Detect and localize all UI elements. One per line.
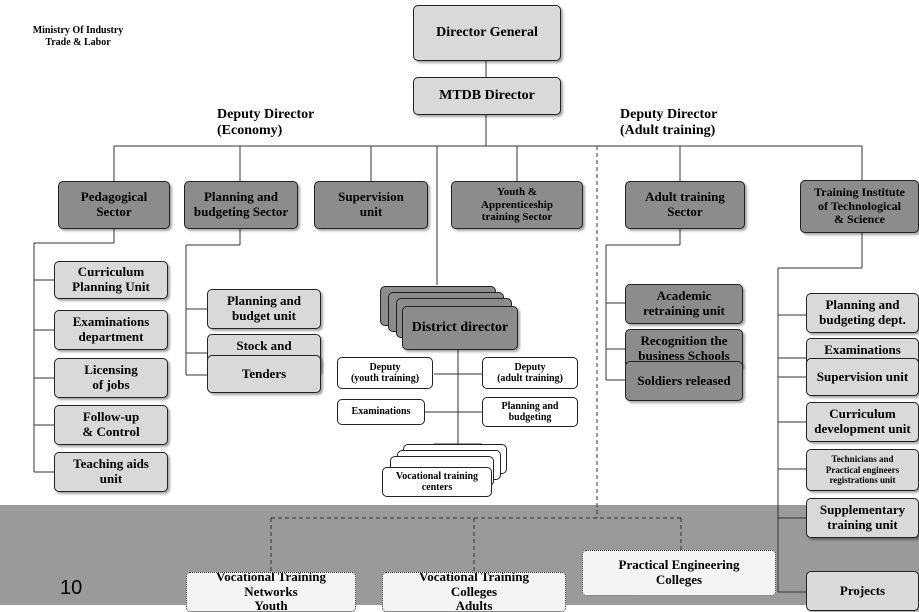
follow-up-control-label: Follow-up & Control — [82, 409, 140, 439]
examinations-district-box: Examinations — [337, 399, 425, 425]
mtdb-director-label: MTDB Director — [439, 87, 535, 103]
planning-budget-unit-label: Planning and budget unit — [226, 293, 302, 323]
planning-budget-unit-box: Planning and budget unit — [207, 289, 321, 329]
curriculum-planning-unit-box: Curriculum Planning Unit — [54, 261, 168, 299]
deputy-youth-training-label: Deputy (youth training) — [350, 361, 420, 385]
curriculum-planning-unit-label: Curriculum Planning Unit — [72, 264, 150, 294]
academic-retraining-unit-box: Academic retraining unit — [625, 284, 743, 324]
soldiers-released-box: Soldiers released — [625, 361, 743, 401]
institute-curriculum-label: Curriculum development unit — [814, 406, 911, 436]
institute-supplementary-box: Supplementary training unit — [806, 498, 919, 538]
vocational-training-networks-label: Vocational Training Networks Youth — [216, 572, 326, 612]
page-number: 10 — [60, 577, 83, 599]
institute-projects-box: Projects — [806, 571, 919, 611]
examinations-district-label: Examinations — [351, 406, 411, 418]
deputy-youth-training-box: Deputy (youth training) — [337, 357, 433, 389]
institute-planning-budgeting-label: Planning and budgeting dept. — [819, 297, 906, 327]
tenders-box: Tenders — [207, 355, 321, 393]
institute-curriculum-box: Curriculum development unit — [806, 402, 919, 442]
deputy-adult-training-label: Deputy (adult training) — [497, 361, 563, 385]
institute-supervision-box: Supervision unit — [806, 358, 919, 396]
youth-apprenticeship-sector-label: Youth & Apprenticeship training Sector — [481, 186, 553, 224]
adult-training-sector-box: Adult training Sector — [625, 181, 745, 229]
planning-budgeting-district-label: Planning and budgeting — [501, 400, 559, 424]
director-general-label: Director General — [436, 24, 538, 40]
planning-budgeting-sector-box: Planning and budgeting Sector — [184, 181, 298, 229]
licensing-of-jobs-box: Licensing of jobs — [54, 358, 168, 398]
examinations-department-label: Examinations department — [72, 314, 150, 344]
supervision-unit-label: Supervision unit — [338, 189, 404, 219]
teaching-aids-unit-box: Teaching aids unit — [54, 452, 168, 492]
youth-apprenticeship-sector-box: Youth & Apprenticeship training Sector — [451, 181, 583, 229]
recognition-business-schools-label: Recognition the business Schools — [638, 333, 730, 363]
adult-training-sector-label: Adult training Sector — [645, 189, 725, 219]
supervision-unit-box: Supervision unit — [314, 181, 428, 229]
institute-technicians-box: Technicians and Practical engineers regi… — [806, 449, 919, 491]
institute-projects-label: Projects — [839, 582, 886, 598]
institute-technicians-label: Technicians and Practical engineers regi… — [825, 454, 900, 486]
district-director-box: District director — [402, 306, 518, 350]
ministry-logo-label: Ministry Of Industry Trade & Labor — [32, 25, 124, 48]
director-general-box: Director General — [413, 5, 561, 61]
follow-up-control-box: Follow-up & Control — [54, 405, 168, 445]
deputy-adult-training-box: Deputy (adult training) — [482, 357, 578, 389]
practical-engineering-colleges-label: Practical Engineering Colleges — [618, 557, 740, 587]
institute-supervision-label: Supervision unit — [816, 368, 909, 384]
training-institute-box: Training Institute of Technological & Sc… — [800, 180, 919, 233]
vocational-training-colleges-label: Vocational Training Colleges Adults — [419, 572, 529, 612]
deputy-director-economy-label: Deputy Director (Economy) — [217, 107, 315, 139]
vocational-training-networks-box: Vocational Training Networks Youth — [186, 572, 356, 612]
institute-supplementary-label: Supplementary training unit — [819, 502, 906, 532]
pedagogical-sector-box: Pedagogical Sector — [58, 181, 170, 229]
mtdb-director-box: MTDB Director — [413, 77, 561, 115]
pedagogical-sector-label: Pedagogical Sector — [80, 189, 148, 219]
institute-planning-budgeting-box: Planning and budgeting dept. — [806, 293, 919, 333]
teaching-aids-unit-label: Teaching aids unit — [73, 456, 149, 486]
soldiers-released-label: Soldiers released — [637, 372, 731, 388]
licensing-of-jobs-label: Licensing of jobs — [84, 362, 138, 392]
planning-budgeting-district-box: Planning and budgeting — [482, 397, 578, 427]
examinations-department-box: Examinations department — [54, 310, 168, 350]
district-director-label: District director — [411, 319, 509, 335]
training-institute-label: Training Institute of Technological & Sc… — [814, 184, 905, 227]
vocational-training-centers-box: Vocational training centers — [382, 467, 492, 497]
planning-budgeting-sector-label: Planning and budgeting Sector — [193, 189, 289, 219]
practical-engineering-colleges-box: Practical Engineering Colleges — [582, 550, 776, 596]
tenders-label: Tenders — [241, 365, 287, 381]
vocational-training-colleges-box: Vocational Training Colleges Adults — [382, 572, 566, 612]
deputy-director-adult-label: Deputy Director (Adult training) — [620, 107, 718, 139]
vocational-training-centers-label: Vocational training centers — [395, 470, 479, 494]
academic-retraining-unit-label: Academic retraining unit — [643, 288, 725, 318]
